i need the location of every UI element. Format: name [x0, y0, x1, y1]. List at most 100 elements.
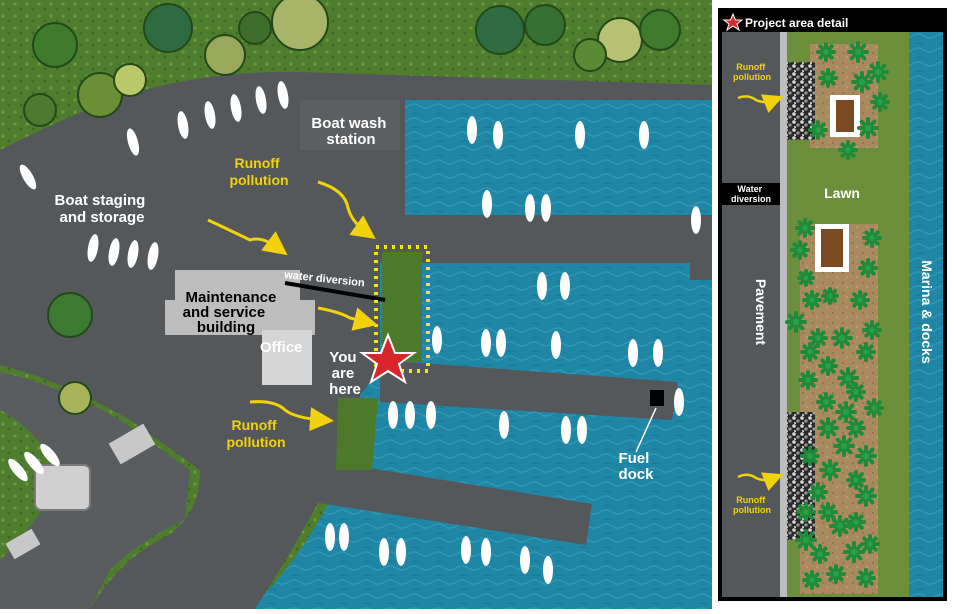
- tree-icon: [23, 93, 57, 127]
- you-are-here-label: You are here: [329, 349, 361, 398]
- plant-icon: [837, 367, 859, 389]
- plant-icon: [846, 382, 866, 402]
- plant-icon: [821, 287, 839, 305]
- plant-icon: [847, 41, 869, 63]
- plant-icon: [864, 398, 884, 418]
- boat-icon: [575, 121, 585, 149]
- plant-icon: [808, 120, 828, 140]
- plant-icon: [796, 502, 816, 522]
- detail-lawn-label: Lawn: [824, 185, 860, 201]
- boat-icon: [127, 240, 139, 268]
- boat-icon: [467, 116, 477, 144]
- boat-icon: [628, 339, 638, 367]
- runoff-arrow: [317, 306, 378, 331]
- boat-icon: [339, 523, 349, 551]
- dock-upper: [380, 215, 712, 263]
- plant-icon: [833, 435, 855, 457]
- plant-icon: [838, 140, 858, 160]
- pavement-lot: [0, 71, 712, 609]
- boat-icon: [560, 272, 570, 300]
- boat-icon: [147, 242, 159, 270]
- detail-runoff-label-top: Runoff pollution: [733, 62, 771, 82]
- plant-icon: [819, 459, 841, 481]
- tree-icon: [639, 9, 681, 51]
- detail-gravel-top: [787, 62, 815, 140]
- plant-icon: [798, 370, 818, 390]
- boat-group: [8, 81, 701, 584]
- boat-icon: [405, 401, 415, 429]
- plant-icon: [856, 568, 876, 588]
- plant-icon: [795, 218, 815, 238]
- plant-icon: [800, 446, 820, 466]
- plant-icon: [797, 269, 815, 287]
- boat-staging-label: Boat staging and storage: [54, 192, 149, 226]
- shed-left: [34, 464, 91, 511]
- runoff-label-bottom: Runoff pollution: [226, 417, 285, 450]
- tree-icon: [475, 5, 525, 55]
- boat-icon: [432, 326, 442, 354]
- shed-small: [108, 423, 156, 465]
- fuel-dock-pointer: [635, 407, 657, 453]
- plant-icon: [785, 311, 807, 333]
- lower-road: [0, 372, 190, 609]
- boat-icon: [691, 206, 701, 234]
- grass-bank: [336, 398, 378, 470]
- boat-icon: [8, 458, 28, 482]
- plant-icon: [816, 42, 836, 62]
- boat-icon: [577, 416, 587, 444]
- plant-icon: [855, 445, 877, 467]
- plant-icon: [846, 512, 866, 532]
- boat-icon: [108, 238, 120, 266]
- boat-icon: [396, 538, 406, 566]
- plant-icon: [870, 92, 890, 112]
- maintenance-building: [165, 270, 315, 335]
- dock-right: [690, 230, 712, 280]
- runoff-arrow: [317, 180, 376, 239]
- tree-icon: [47, 292, 93, 338]
- shed-corner: [5, 528, 41, 560]
- plant-icon: [808, 328, 828, 348]
- tree-icon: [573, 38, 607, 72]
- boat-icon: [674, 388, 684, 416]
- plant-icon: [843, 541, 865, 563]
- boat-icon: [379, 538, 389, 566]
- detail-curb: [780, 32, 787, 597]
- plant-icon: [829, 515, 851, 537]
- detail-panel: Water diversion Project area detail Lawn…: [718, 8, 947, 601]
- detail-water-diversion-label: Water diversion: [731, 184, 771, 204]
- boat-icon: [496, 329, 506, 357]
- plant-icon: [862, 320, 882, 340]
- detail-marina-label: Marina & docks: [919, 260, 935, 364]
- plant-icon: [855, 485, 877, 507]
- boat-icon: [541, 194, 551, 222]
- plant-icon: [850, 290, 870, 310]
- tree-icon: [524, 4, 566, 46]
- plant-icon: [817, 417, 839, 439]
- detail-runoff-label-bottom: Runoff pollution: [733, 495, 771, 515]
- runoff-arrow: [207, 218, 288, 256]
- tree-icon: [143, 3, 193, 53]
- plant-icon: [857, 117, 879, 139]
- plant-icon: [802, 290, 822, 310]
- tree-icon: [58, 381, 92, 415]
- plant-icon: [826, 564, 846, 584]
- plant-icon: [831, 327, 853, 349]
- boat-icon: [543, 556, 553, 584]
- plant-icon: [810, 544, 830, 564]
- office-label: Office: [260, 339, 303, 356]
- detail-pavement: [722, 32, 782, 597]
- boat-icon: [493, 121, 503, 149]
- boat-icon: [204, 101, 216, 129]
- tree-icon: [238, 11, 272, 45]
- plant-icon: [835, 401, 857, 423]
- boat-icon: [551, 331, 561, 359]
- detail-pavement-label: Pavement: [753, 279, 769, 345]
- boat-icon: [520, 546, 530, 574]
- boat-wash-station: [300, 100, 400, 150]
- maintenance-label: Maintenance and service building: [183, 289, 281, 336]
- runoff-label-top: Runoff pollution: [229, 155, 288, 188]
- boat-icon: [40, 443, 60, 467]
- plant-icon: [818, 356, 838, 376]
- dock-lower: [300, 460, 592, 545]
- boat-icon: [653, 339, 663, 367]
